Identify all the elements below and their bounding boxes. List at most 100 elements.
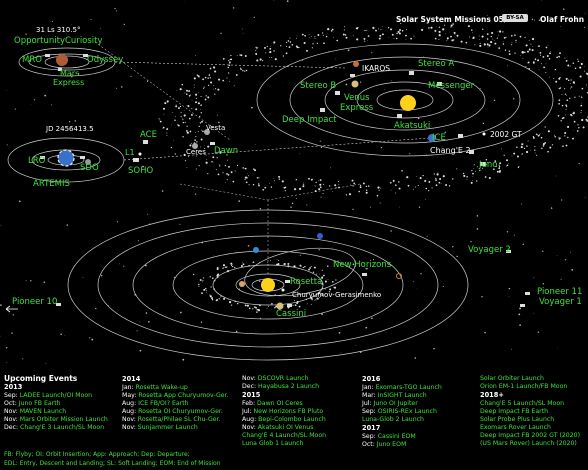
star [522, 57, 524, 59]
asteroid-dot [365, 185, 368, 188]
mars-planet [56, 54, 68, 66]
star [511, 348, 512, 350]
asteroid-dot [365, 191, 368, 194]
asteroid-dot [506, 164, 509, 167]
asteroid-dot [252, 262, 254, 264]
asteroid-dot [428, 180, 431, 183]
asteroid-dot [202, 281, 203, 283]
star [286, 0, 289, 2]
asteroid-dot [569, 65, 571, 67]
star [422, 56, 424, 57]
asteroid-dot [462, 172, 465, 175]
asteroid-dot [351, 179, 354, 182]
asteroid-dot [348, 193, 352, 196]
asteroid-dot [236, 164, 239, 166]
change-2-label: Chang'E 2 [430, 146, 471, 155]
churyumov-gerasimenko-label: Churyumov-Gerasimenko [292, 291, 382, 299]
moon-body [85, 159, 91, 165]
star [294, 299, 295, 301]
event-row: Dec: Chang'E 3 Launch/SL Moon [4, 424, 108, 432]
star [5, 90, 7, 91]
star [560, 278, 562, 280]
asteroid-dot [226, 173, 228, 175]
star [551, 206, 553, 208]
star [291, 202, 294, 205]
asteroid-dot [321, 32, 324, 34]
event-description: Deep Impact FB 2002 GT (2020) [480, 432, 581, 439]
asteroid-dot [298, 46, 300, 49]
asteroid-dot [534, 58, 537, 60]
asteroid-dot [310, 303, 312, 305]
asteroid-dot [390, 189, 392, 191]
asteroid-dot [497, 31, 499, 33]
asteroid-dot [183, 110, 185, 112]
asteroid-dot [470, 181, 473, 184]
star [6, 362, 8, 363]
asteroid-dot [538, 134, 541, 136]
asteroid-dot [164, 102, 167, 105]
asteroid-dot [487, 46, 489, 48]
asteroid-dot [580, 112, 582, 114]
event-month: Dec: [242, 383, 257, 390]
event-description: Exomars Rover Launch [480, 424, 551, 431]
asteroid-dot [498, 47, 501, 49]
asteroid-dot [240, 54, 243, 57]
asteroid-dot [321, 294, 324, 296]
asteroid-dot [285, 52, 288, 55]
star [114, 7, 116, 10]
asteroid-dot [173, 139, 174, 141]
asteroid-dot [189, 144, 192, 147]
star [435, 177, 437, 180]
asteroid-dot [193, 77, 196, 80]
asteroid-dot [198, 283, 200, 286]
asteroid-dot [417, 184, 419, 186]
asteroid-dot [255, 49, 256, 51]
star [69, 80, 71, 82]
star [560, 26, 562, 27]
event-description: InSIGHT Launch [377, 392, 427, 399]
asteroid-dot [572, 137, 574, 140]
asteroid-dot [436, 173, 439, 176]
star [14, 108, 16, 110]
asteroid-dot [269, 46, 271, 47]
star [6, 144, 8, 146]
asteroid-dot [199, 108, 201, 110]
star [147, 213, 149, 215]
star [542, 283, 545, 285]
asteroid-dot [498, 167, 501, 170]
star [238, 200, 241, 202]
asteroid-dot [487, 44, 489, 46]
asteroid-dot [546, 55, 549, 57]
asteroid-dot [281, 180, 284, 183]
asteroid-dot [218, 164, 220, 166]
asteroid-dot [542, 145, 545, 147]
asteroid-dot [535, 133, 538, 136]
asteroid-dot [287, 262, 290, 265]
asteroid-dot [200, 104, 202, 106]
asteroid-dot [574, 96, 576, 98]
event-description: Chang'E 4 Launch/SL Moon [242, 432, 327, 439]
star [426, 235, 428, 237]
asteroid-dot [201, 129, 203, 131]
asteroid-dot [299, 187, 302, 190]
events-legend-line-2: EDL: Entry, Descent and Landing; SL: Sof… [4, 460, 221, 467]
asteroid-dot [199, 279, 202, 281]
mars-planet-inner [353, 61, 359, 67]
asteroid-dot [398, 187, 401, 190]
asteroid-dot [488, 44, 491, 47]
star [237, 166, 238, 168]
asteroid-dot [345, 194, 348, 196]
asteroid-dot [316, 297, 319, 300]
star [335, 58, 337, 60]
asteroid-dot [162, 126, 165, 129]
asteroid-dot [246, 172, 248, 174]
asteroid-dot [545, 63, 547, 65]
asteroid-dot [564, 132, 567, 134]
asteroid-dot [295, 37, 297, 39]
asteroid-dot [465, 41, 468, 44]
event-month: Nov: [4, 408, 18, 415]
asteroid-dot [580, 96, 583, 98]
asteroid-dot [581, 102, 583, 104]
asteroid-dot [212, 277, 214, 279]
